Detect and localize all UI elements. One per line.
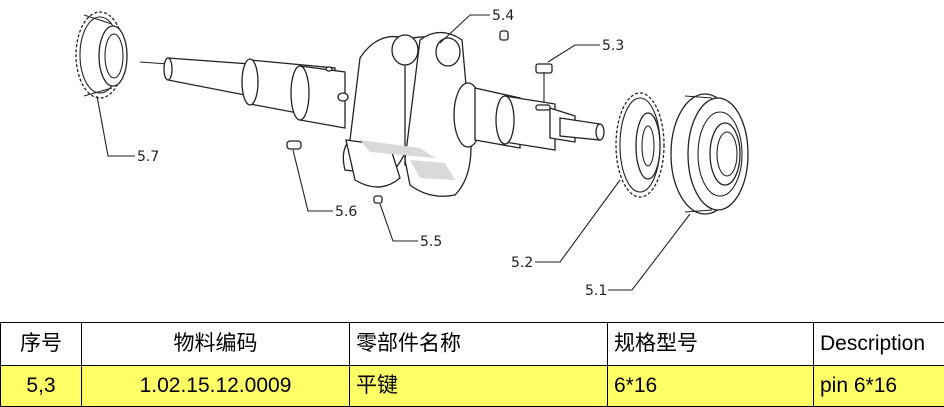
cell-serial-no: 5,3: [1, 366, 82, 407]
cell-part-name: 平键: [350, 366, 608, 407]
callout-5-1: 5.1: [585, 283, 607, 299]
gear-5-2: [616, 93, 664, 197]
callout-5-7: 5.7: [137, 149, 159, 165]
exploded-crankshaft-drawing: 5.7 5.6 5.5 5.2 5.1 5.3 5.4: [0, 0, 944, 322]
gear-5-7: [76, 12, 127, 98]
callout-5-5: 5.5: [420, 234, 442, 250]
table-row[interactable]: 5,3 1.02.15.12.0009 平键 6*16 pin 6*16: [1, 366, 944, 407]
callout-5-3: 5.3: [602, 38, 624, 54]
callout-5-6: 5.6: [335, 204, 357, 220]
cell-description: pin 6*16: [814, 366, 944, 407]
table-header-row: 序号 物料编码 零部件名称 规格型号 Description: [1, 323, 944, 366]
pin-5-4: [500, 31, 508, 40]
header-description: Description: [814, 323, 944, 366]
crankshaft: [140, 33, 604, 197]
callout-5-2: 5.2: [511, 255, 533, 271]
header-part-name: 零部件名称: [350, 323, 608, 366]
cell-material-code: 1.02.15.12.0009: [82, 366, 350, 407]
callout-5-4: 5.4: [492, 8, 514, 24]
header-specification: 规格型号: [608, 323, 814, 366]
header-material-code: 物料编码: [82, 323, 350, 366]
key-5-3: [536, 64, 552, 73]
parts-table: 序号 物料编码 零部件名称 规格型号 Description 5,3 1.02.…: [0, 322, 944, 407]
cell-specification: 6*16: [608, 366, 814, 407]
bearing-5-1: [671, 94, 748, 214]
pin-5-6: [287, 141, 301, 149]
header-serial-no: 序号: [1, 323, 82, 366]
pin-5-5: [374, 196, 382, 203]
